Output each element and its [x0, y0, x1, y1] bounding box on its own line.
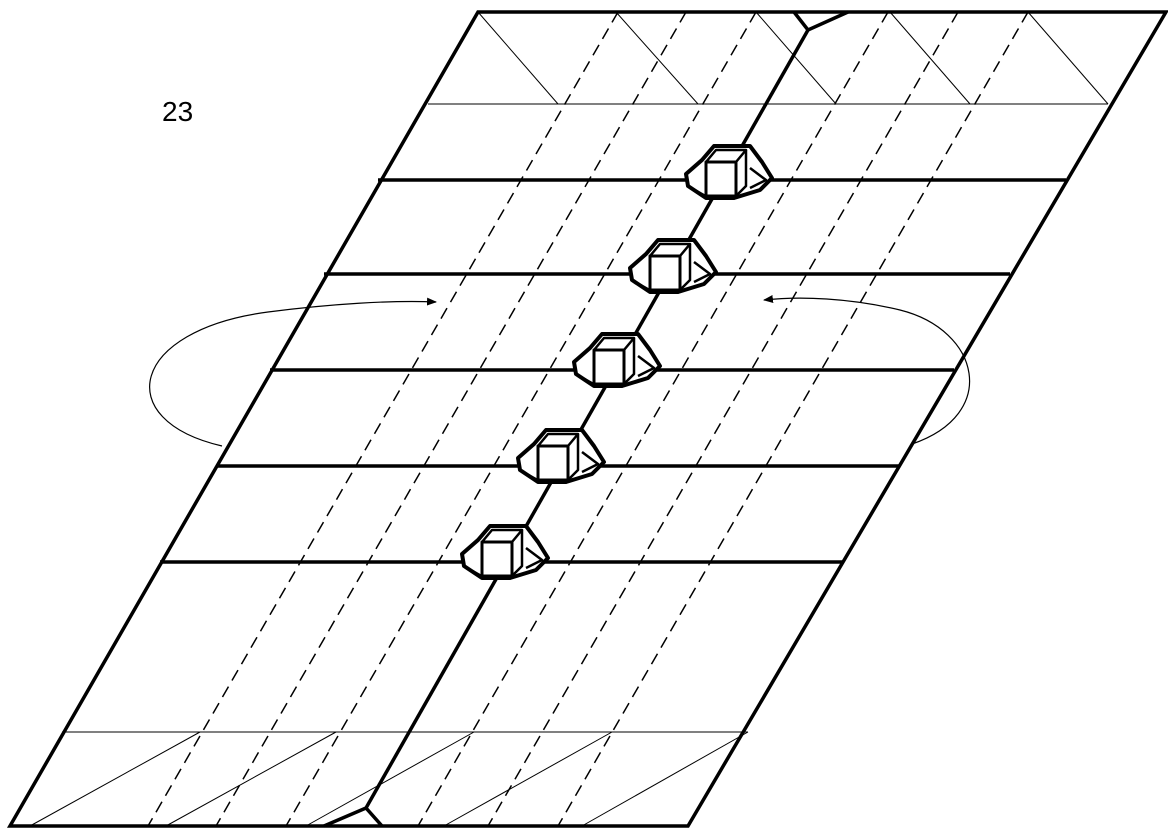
bottom-band-diagonal	[305, 731, 475, 827]
dashed-crease	[487, 11, 959, 827]
folded-unit	[516, 428, 606, 484]
bottom-band-diagonal	[443, 731, 613, 827]
dashed-crease	[285, 11, 757, 827]
top-band-diagonal	[755, 11, 837, 105]
figure-number: 23	[162, 96, 194, 127]
bottom-band-diagonal	[165, 731, 337, 827]
top-band-diagonal	[1027, 11, 1109, 105]
top-band-diagonal	[889, 11, 971, 105]
folded-unit	[628, 238, 718, 294]
folded-unit	[460, 524, 550, 580]
spine-bottom-fork	[323, 805, 384, 828]
folded-unit	[572, 332, 662, 388]
folded-unit	[684, 144, 774, 200]
center-spine	[323, 10, 849, 828]
paper-outline	[6, 10, 1168, 828]
left-rotation-arrow	[149, 297, 437, 447]
folded-units	[460, 144, 774, 580]
dashed-crease	[557, 11, 1029, 827]
rotation-arrows	[149, 295, 971, 447]
bottom-band-diagonal	[581, 731, 749, 827]
bottom-band	[29, 731, 749, 827]
top-band-diagonal	[615, 11, 699, 105]
right-rotation-arrow	[763, 295, 971, 445]
dashed-creases	[147, 11, 1029, 827]
dashed-crease	[215, 11, 687, 827]
top-band	[428, 11, 1109, 105]
dashed-crease	[147, 11, 619, 827]
spine-top-fork	[792, 10, 849, 33]
bottom-band-diagonal	[29, 731, 201, 827]
dashed-crease	[417, 11, 889, 827]
top-band-diagonal	[477, 11, 559, 105]
